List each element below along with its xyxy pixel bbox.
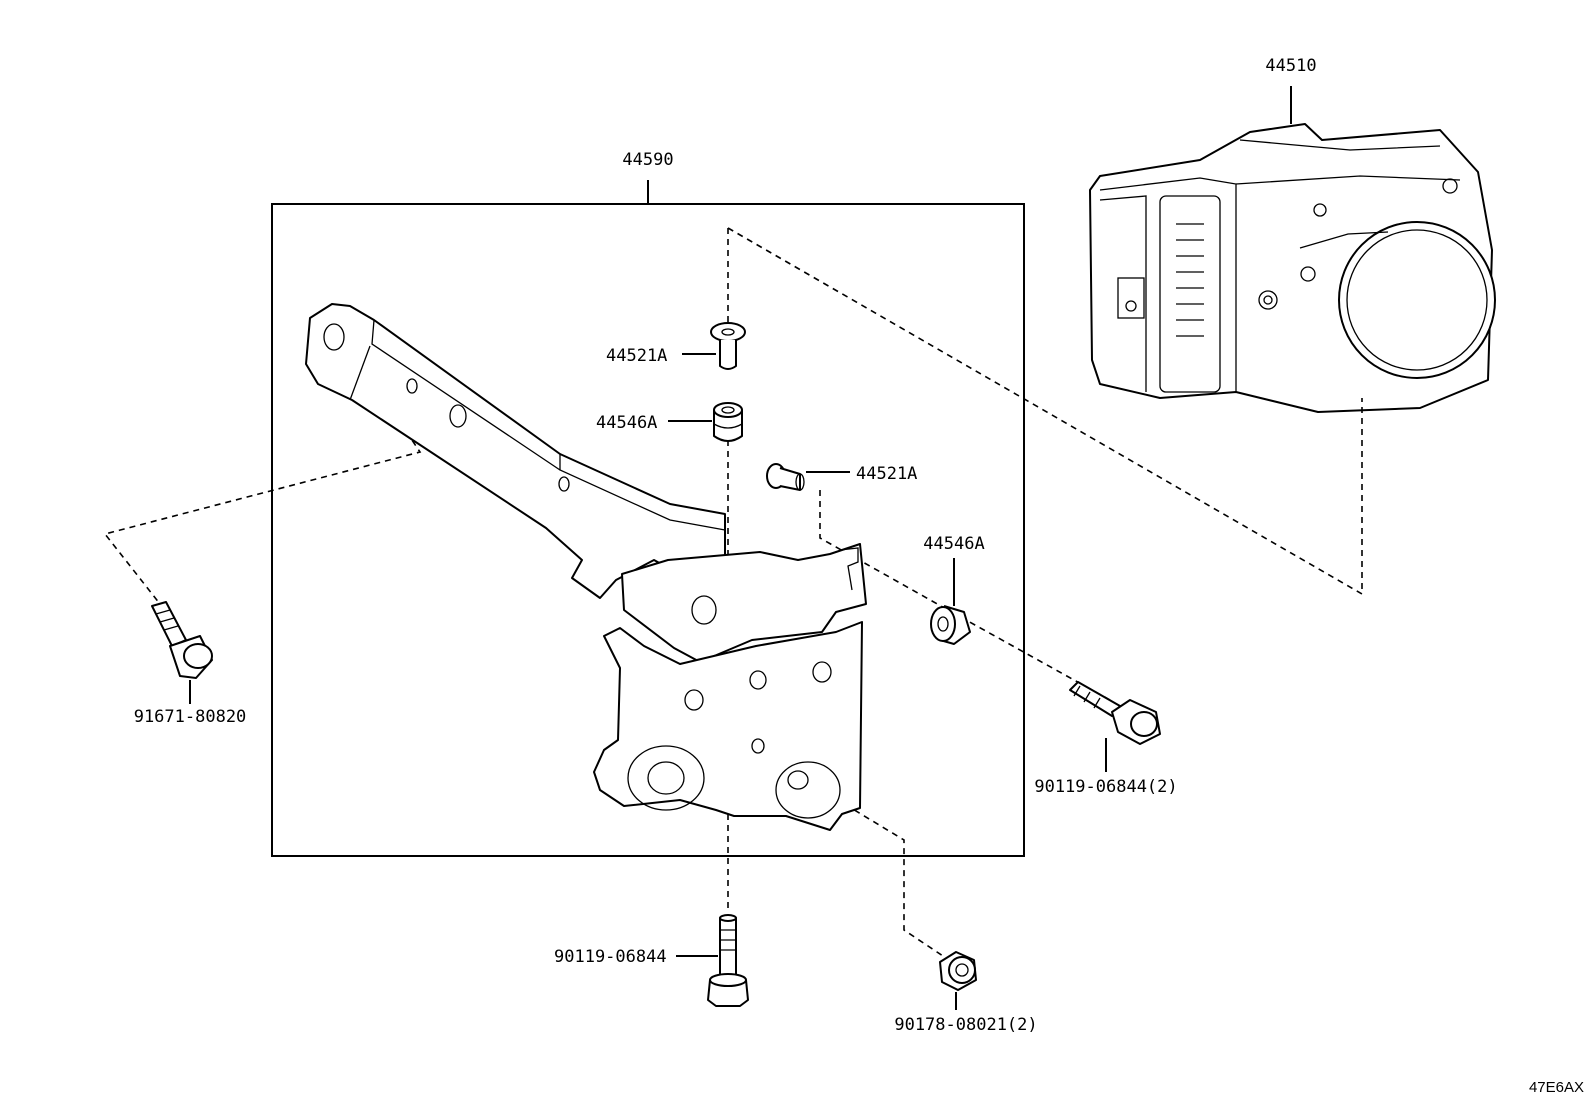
collar-top[interactable] <box>710 322 746 370</box>
cushion-side[interactable] <box>930 605 971 645</box>
bolt-right[interactable] <box>1069 681 1161 745</box>
actuator-assembly[interactable] <box>1089 123 1496 413</box>
part-label-44546a-top[interactable]: 44546A <box>596 413 657 433</box>
cushion-top[interactable] <box>713 402 743 442</box>
part-label-91671-80820[interactable]: 91671-80820 <box>134 707 247 727</box>
part-label-90178-08021-2[interactable]: 90178-08021(2) <box>894 1015 1037 1035</box>
part-label-44521a-top[interactable]: 44521A <box>606 346 667 366</box>
bracket-assembly[interactable] <box>305 303 867 831</box>
drawing-code: 47E6AX <box>1529 1079 1584 1096</box>
part-label-44510[interactable]: 44510 <box>1265 56 1316 76</box>
bolt-bottom[interactable] <box>707 914 749 1007</box>
part-label-90119-06844-2[interactable]: 90119-06844(2) <box>1034 777 1177 797</box>
bolt-left[interactable] <box>151 601 213 679</box>
nut-bottom[interactable] <box>939 951 977 991</box>
collar-side[interactable] <box>766 463 805 491</box>
group-label-44590[interactable]: 44590 <box>622 150 673 170</box>
part-label-44546a-side[interactable]: 44546A <box>923 534 984 554</box>
part-label-44521a-side[interactable]: 44521A <box>856 464 917 484</box>
part-label-90119-06844[interactable]: 90119-06844 <box>554 947 667 967</box>
